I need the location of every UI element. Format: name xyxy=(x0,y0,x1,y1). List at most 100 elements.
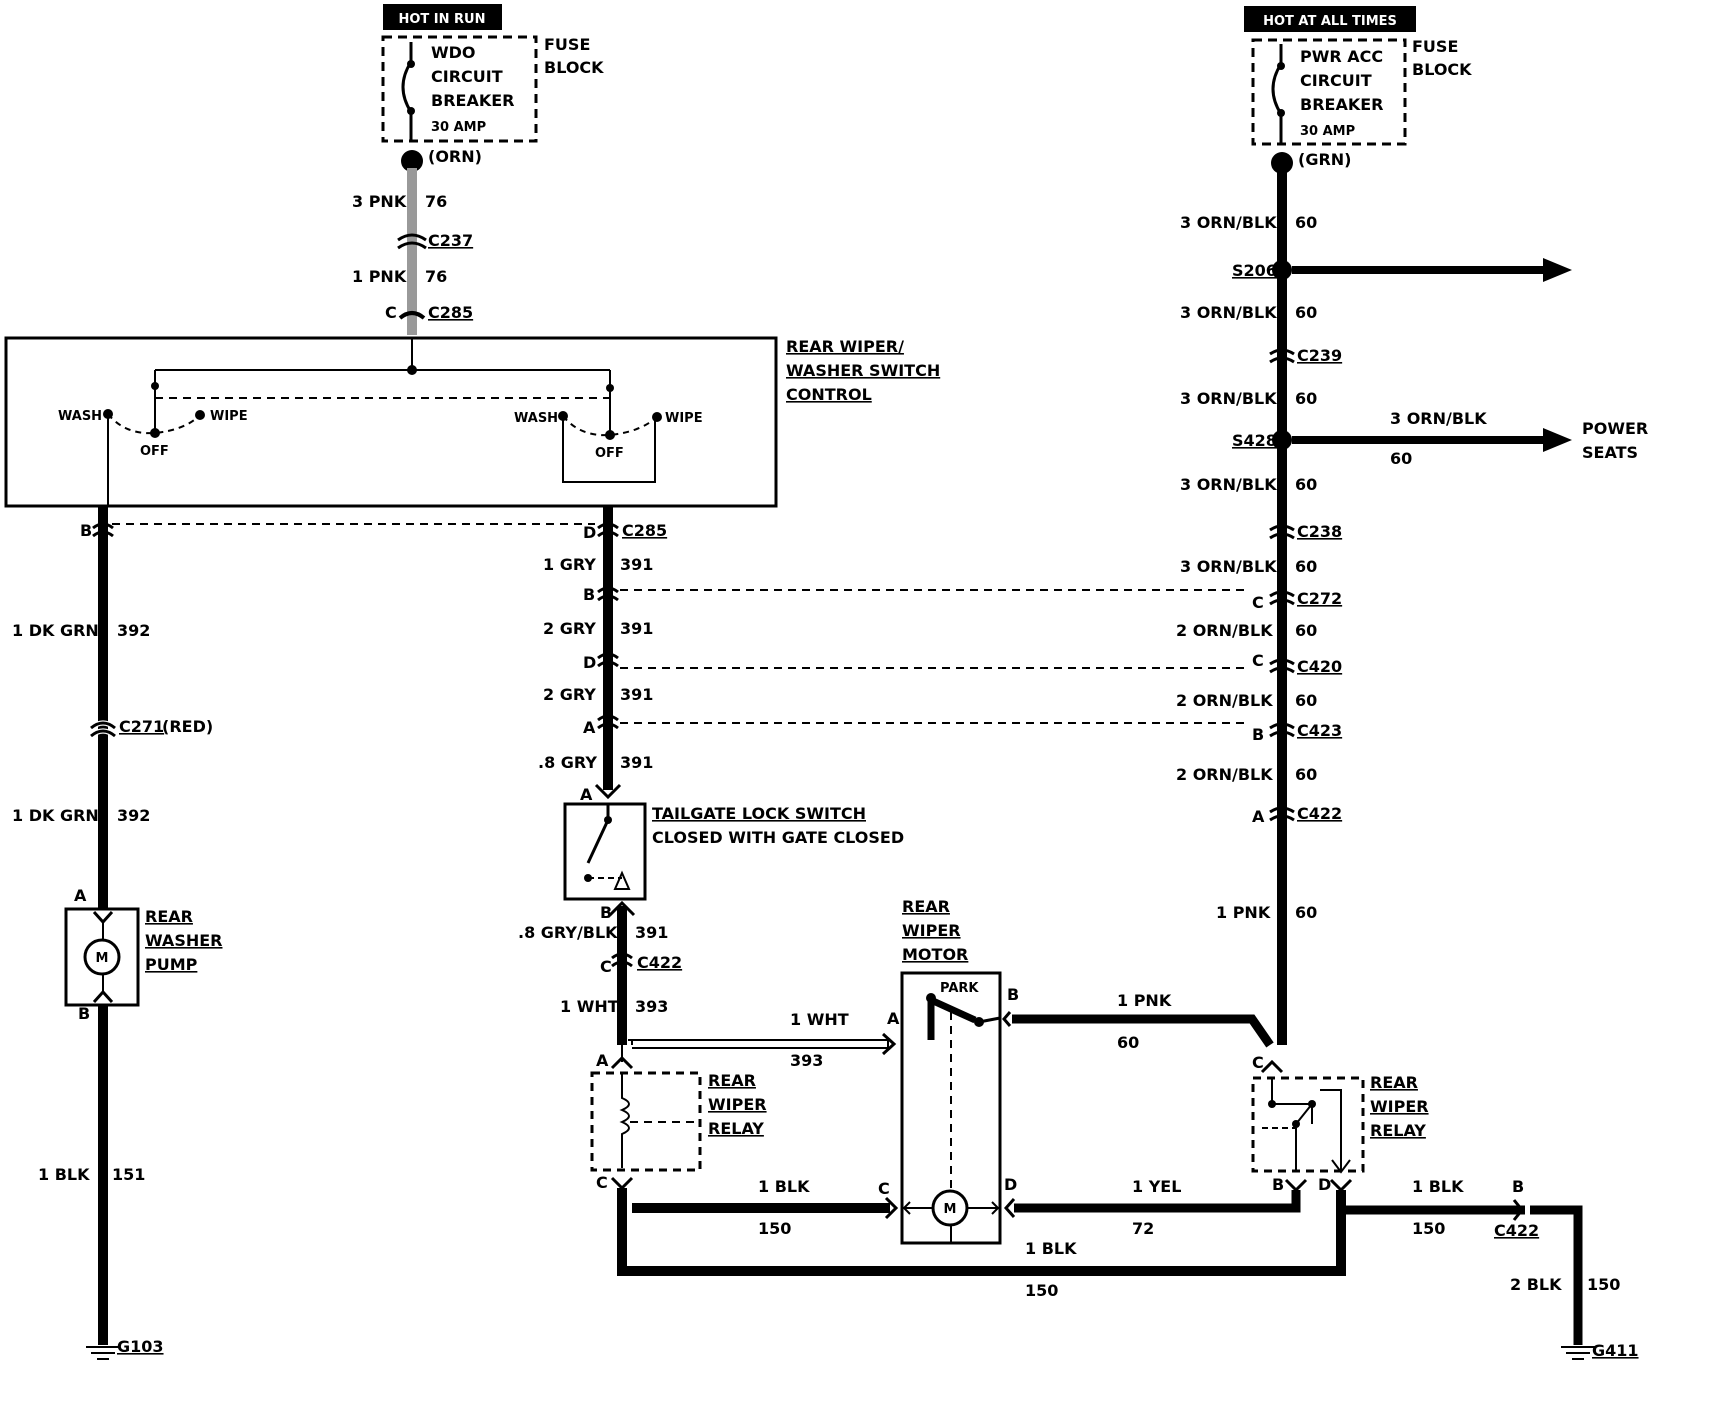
svg-text:60: 60 xyxy=(1295,691,1317,710)
svg-text:A: A xyxy=(583,718,596,737)
svg-text:C420: C420 xyxy=(1297,657,1342,676)
svg-text:WASHER: WASHER xyxy=(145,931,222,950)
svg-text:G411: G411 xyxy=(1592,1341,1639,1360)
svg-text:BLOCK: BLOCK xyxy=(1412,60,1472,79)
svg-text:REAR: REAR xyxy=(1370,1073,1418,1092)
motor-symbol: M xyxy=(944,1202,957,1217)
svg-text:B: B xyxy=(1272,1175,1284,1194)
svg-text:2 ORN/BLK: 2 ORN/BLK xyxy=(1176,691,1273,710)
svg-text:(GRN): (GRN) xyxy=(1298,150,1351,169)
svg-text:60: 60 xyxy=(1295,765,1317,784)
ground-g103-icon xyxy=(86,1346,120,1360)
svg-text:(RED): (RED) xyxy=(162,717,213,736)
svg-text:CIRCUIT: CIRCUIT xyxy=(431,67,503,86)
svg-text:C: C xyxy=(385,303,397,322)
wire-wht-393 xyxy=(628,1039,889,1049)
svg-text:1 PNK: 1 PNK xyxy=(1117,991,1172,1010)
svg-text:C285: C285 xyxy=(622,521,667,540)
rear-wiper-relay-right xyxy=(1251,1076,1365,1174)
svg-text:76: 76 xyxy=(425,267,447,286)
svg-text:A: A xyxy=(74,886,87,905)
svg-text:1 BLK: 1 BLK xyxy=(38,1165,90,1184)
svg-text:B: B xyxy=(583,585,595,604)
svg-text:REAR: REAR xyxy=(145,907,193,926)
svg-text:D: D xyxy=(583,523,596,542)
svg-text:150: 150 xyxy=(1025,1281,1058,1300)
svg-text:60: 60 xyxy=(1295,557,1317,576)
svg-text:60: 60 xyxy=(1295,475,1317,494)
svg-text:391: 391 xyxy=(635,923,668,942)
svg-text:POWER: POWER xyxy=(1582,419,1648,438)
svg-text:3 ORN/BLK: 3 ORN/BLK xyxy=(1390,409,1487,428)
fuse-block-label: BLOCK xyxy=(544,58,604,77)
wipe-label: WIPE xyxy=(665,411,703,426)
svg-text:C237: C237 xyxy=(428,231,473,250)
svg-text:C422: C422 xyxy=(1494,1221,1539,1240)
svg-text:PWR ACC: PWR ACC xyxy=(1300,47,1383,66)
svg-text:3 PNK: 3 PNK xyxy=(352,192,407,211)
svg-text:C423: C423 xyxy=(1297,721,1342,740)
svg-text:WASHER SWITCH: WASHER SWITCH xyxy=(786,361,940,380)
off-label: OFF xyxy=(140,444,169,459)
svg-text:WIPER: WIPER xyxy=(708,1095,767,1114)
svg-text:A: A xyxy=(887,1009,900,1028)
svg-text:WIPER: WIPER xyxy=(1370,1097,1429,1116)
svg-text:C: C xyxy=(600,957,612,976)
svg-text:TAILGATE LOCK SWITCH: TAILGATE LOCK SWITCH xyxy=(652,804,866,823)
svg-text:BREAKER: BREAKER xyxy=(1300,95,1383,114)
svg-text:C422: C422 xyxy=(1297,804,1342,823)
svg-text:60: 60 xyxy=(1295,213,1317,232)
svg-text:391: 391 xyxy=(620,685,653,704)
svg-text:3 ORN/BLK: 3 ORN/BLK xyxy=(1180,303,1277,322)
svg-text:A: A xyxy=(596,1051,609,1070)
svg-text:60: 60 xyxy=(1295,621,1317,640)
fuse-connector xyxy=(401,150,423,172)
splice-s206 xyxy=(1272,260,1292,280)
svg-text:3 ORN/BLK: 3 ORN/BLK xyxy=(1180,557,1277,576)
svg-text:D: D xyxy=(583,653,596,672)
fuse-block-label: FUSE xyxy=(544,35,590,54)
svg-text:WIPER: WIPER xyxy=(902,921,961,940)
ground-g411-icon xyxy=(1561,1346,1595,1360)
svg-text:3 ORN/BLK: 3 ORN/BLK xyxy=(1180,475,1277,494)
svg-text:150: 150 xyxy=(758,1219,791,1238)
svg-text:C: C xyxy=(1252,1053,1264,1072)
svg-text:1 WHT: 1 WHT xyxy=(560,997,619,1016)
svg-text:393: 393 xyxy=(635,997,668,1016)
arrow-right-icon xyxy=(1543,428,1572,452)
svg-text:1 WHT: 1 WHT xyxy=(790,1010,849,1029)
svg-text:CLOSED WITH GATE CLOSED: CLOSED WITH GATE CLOSED xyxy=(652,828,904,847)
svg-text:150: 150 xyxy=(1587,1275,1620,1294)
svg-text:SEATS: SEATS xyxy=(1582,443,1638,462)
svg-text:B: B xyxy=(1252,725,1264,744)
svg-text:REAR: REAR xyxy=(708,1071,756,1090)
svg-text:30 AMP: 30 AMP xyxy=(431,120,486,135)
wash-label: WASH xyxy=(514,411,558,426)
svg-text:3 ORN/BLK: 3 ORN/BLK xyxy=(1180,213,1277,232)
svg-text:A: A xyxy=(1252,807,1265,826)
wire-yel-72 xyxy=(1014,1190,1301,1213)
switch-control-box xyxy=(4,336,778,508)
svg-text:1 PNK: 1 PNK xyxy=(1216,903,1271,922)
svg-text:393: 393 xyxy=(790,1051,823,1070)
svg-text:REAR: REAR xyxy=(902,897,950,916)
wipe-label: WIPE xyxy=(210,409,248,424)
svg-text:B: B xyxy=(1512,1177,1524,1196)
svg-text:RELAY: RELAY xyxy=(708,1119,764,1138)
svg-text:3 ORN/BLK: 3 ORN/BLK xyxy=(1180,389,1277,408)
svg-text:392: 392 xyxy=(117,621,150,640)
rear-wiper-motor: M xyxy=(900,971,1002,1245)
tailgate-lock-switch xyxy=(563,802,647,901)
off-label: OFF xyxy=(595,446,624,461)
svg-text:2 GRY: 2 GRY xyxy=(543,619,596,638)
svg-text:REAR WIPER/: REAR WIPER/ xyxy=(786,337,904,356)
svg-text:151: 151 xyxy=(112,1165,145,1184)
svg-text:150: 150 xyxy=(1412,1219,1445,1238)
svg-text:S428: S428 xyxy=(1232,431,1277,450)
wdo-circuit-breaker: WDO CIRCUIT BREAKER 30 AMP xyxy=(381,35,538,143)
svg-text:B: B xyxy=(78,1004,90,1023)
svg-text:60: 60 xyxy=(1295,389,1317,408)
svg-text:391: 391 xyxy=(620,619,653,638)
svg-text:C: C xyxy=(878,1179,890,1198)
